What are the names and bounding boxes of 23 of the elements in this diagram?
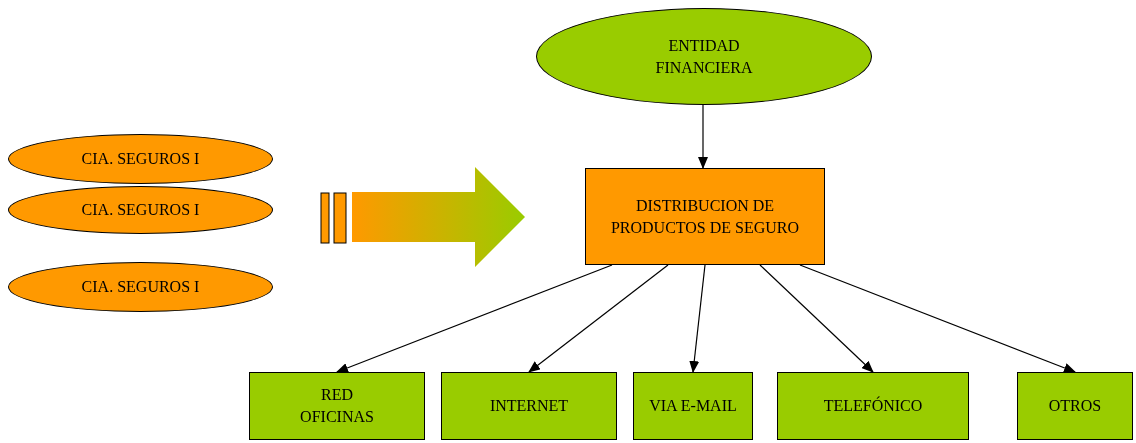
node-label: DISTRIBUCION DE PRODUCTOS DE SEGURO bbox=[609, 195, 801, 238]
process-box bbox=[1017, 372, 1133, 440]
node-label: VIA E-MAIL bbox=[649, 396, 737, 416]
node-label: CIA. SEGUROS I bbox=[81, 277, 200, 297]
process-box bbox=[585, 168, 825, 265]
node-label: OTROS bbox=[1048, 396, 1102, 416]
arrow bbox=[689, 264, 706, 373]
node-label: RED OFICINAS bbox=[300, 385, 374, 427]
node-label: ENTIDAD FINANCIERA bbox=[654, 35, 754, 78]
arrow bbox=[759, 264, 874, 373]
block-arrow bbox=[320, 167, 525, 267]
process-box bbox=[441, 372, 617, 440]
arrow bbox=[799, 264, 1076, 373]
process-box bbox=[249, 372, 425, 440]
process-box bbox=[777, 372, 969, 440]
node-label: TELEFÓNICO bbox=[823, 395, 923, 416]
arrow bbox=[336, 264, 613, 373]
node-label: INTERNET bbox=[489, 396, 569, 416]
node-label: CIA. SEGUROS I bbox=[81, 200, 200, 220]
process-box bbox=[633, 372, 753, 440]
arrow bbox=[528, 264, 669, 373]
node-label: CIA. SEGUROS I bbox=[81, 149, 200, 169]
arrow bbox=[698, 104, 708, 169]
